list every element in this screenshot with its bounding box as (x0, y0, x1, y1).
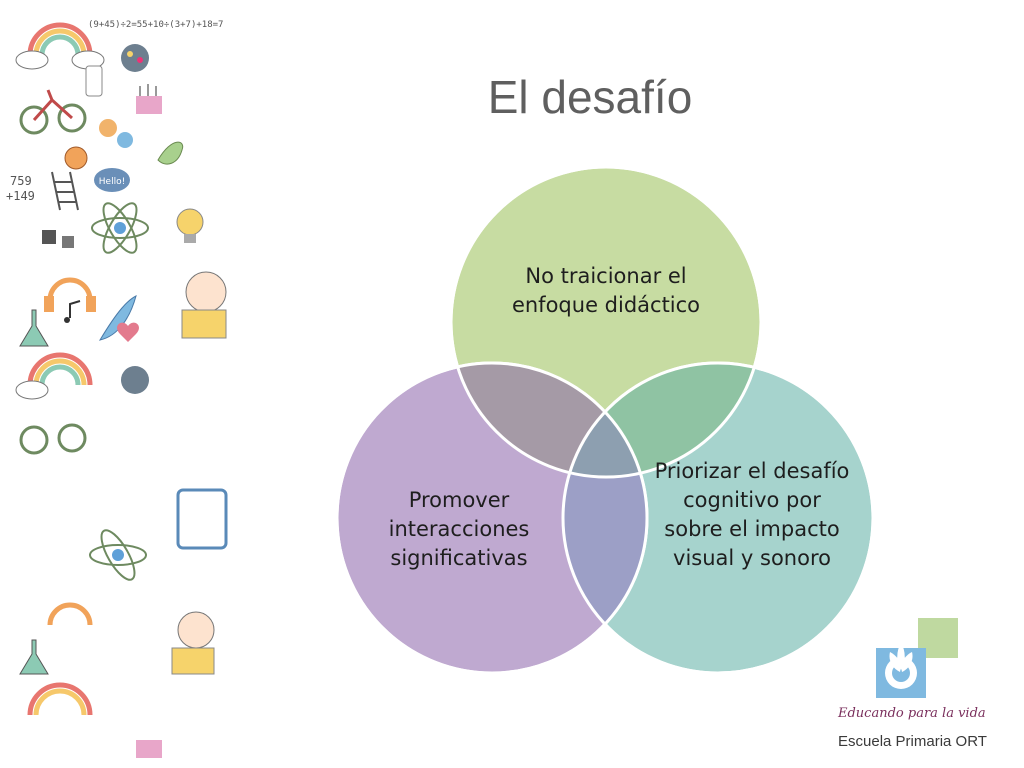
feather-icon (98, 295, 137, 341)
boy-reading-icon (181, 271, 227, 339)
wheat-gear-logo-icon (876, 618, 958, 698)
math-number: +149 (6, 189, 35, 203)
bicycle-icon (19, 89, 87, 135)
tablet-icon (176, 488, 228, 550)
venn-label-right: Priorizar el desafío cognitivo por sobre… (654, 459, 850, 570)
atom-icon (89, 529, 147, 581)
venn-outline-right (561, 361, 875, 675)
slide-title: El desafío (487, 71, 693, 123)
boy-reading-icon (171, 611, 215, 675)
venn-outline-top (449, 165, 763, 479)
rainbow-icon (15, 22, 105, 70)
ball-icon (64, 146, 88, 170)
lightbulb-icon (176, 208, 204, 243)
brand-school-name: Escuela Primaria ORT (838, 733, 987, 750)
venn-outline-left (335, 361, 649, 675)
handprint-icon (99, 119, 133, 148)
atom-icon (91, 202, 149, 254)
music-note-icon (64, 300, 81, 323)
venn-label-top: No traicionar el enfoque didáctico (511, 264, 701, 317)
venn-label-left: Promover interacciones significativas (388, 488, 530, 570)
bicycle-icon (19, 423, 87, 455)
venn-overlap-top-left (451, 363, 647, 477)
paint-palette-icon (121, 44, 149, 72)
math-number: 759 (10, 174, 32, 188)
flask-icon (19, 639, 49, 675)
bubble-text: Hello! (99, 177, 125, 187)
ladder-icon (51, 171, 79, 211)
rainbow-icon (27, 682, 93, 716)
flask-icon (19, 309, 49, 347)
heart-icon (117, 322, 139, 342)
candle-icon (136, 84, 162, 114)
paint-palette-icon (121, 366, 149, 394)
decorative-side-illustrations: (9+45)÷2=55+10÷(3+7)+18=7 759 +149 Hello… (6, 20, 228, 758)
venn-overlap-top-right (563, 363, 761, 477)
brand-tagline: Educando para la vida (838, 706, 986, 721)
candle-icon (136, 740, 162, 758)
speech-bubble-icon: Hello! (94, 168, 130, 192)
rainbow-icon (15, 352, 93, 400)
headphones-icon (47, 602, 93, 626)
leaf-icon (157, 141, 184, 165)
phone-icon (85, 65, 103, 97)
headphones-icon (44, 277, 96, 312)
dice-icon (42, 230, 74, 248)
math-equation: (9+45)÷2=55+10÷(3+7)+18=7 (88, 20, 223, 30)
